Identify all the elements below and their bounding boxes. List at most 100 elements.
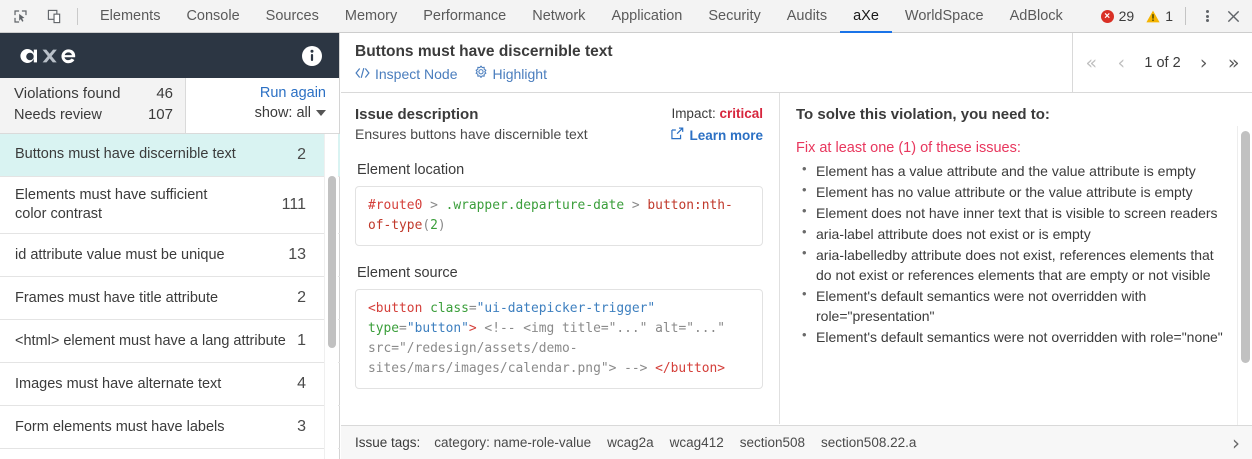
code-token: <!-- <img title="..." alt="..." src="/re… — [368, 321, 726, 376]
issue-pager: « ‹ 1 of 2 › » — [1072, 33, 1252, 92]
tab-memory[interactable]: Memory — [332, 0, 410, 33]
highlight-button[interactable]: Highlight — [474, 65, 547, 82]
issue-action-links: Inspect Node Highlight — [355, 65, 613, 82]
issue-description-text: Ensures buttons have discernible text — [355, 126, 588, 142]
tab-label: Audits — [786, 8, 828, 24]
violation-list-item[interactable]: <html> element must have a lang attribut… — [0, 320, 340, 364]
inspect-element-icon[interactable] — [6, 3, 34, 29]
violation-count: 2 — [297, 146, 306, 163]
solve-heading: To solve this violation, you need to: — [796, 106, 1050, 123]
pager-first-button[interactable]: « — [1085, 51, 1098, 74]
device-toolbar-icon[interactable] — [40, 3, 68, 29]
tab-adblock[interactable]: AdBlock — [997, 0, 1076, 33]
violation-summary: Violations found 46 Needs review 107 Run… — [0, 78, 339, 134]
tab-security[interactable]: Security — [695, 0, 773, 33]
gear-highlight-icon — [474, 65, 488, 82]
chevron-down-icon — [316, 110, 326, 116]
warning-icon — [1146, 10, 1160, 23]
violation-count: 111 — [281, 196, 306, 214]
tab-application[interactable]: Application — [598, 0, 695, 33]
tab-axe[interactable]: aXe — [840, 0, 892, 33]
scrollbar-thumb[interactable] — [1241, 131, 1250, 363]
fix-item: Element has no value attribute or the va… — [796, 181, 1228, 202]
issue-tags-label: Issue tags: — [355, 435, 421, 450]
violation-list-item[interactable]: id attribute value must be unique 13 — [0, 234, 340, 278]
error-count: 29 — [1118, 8, 1135, 24]
violation-list-item[interactable]: Elements must have sufficient color cont… — [0, 177, 340, 235]
error-counter[interactable]: × 29 — [1100, 8, 1135, 24]
error-icon: × — [1100, 9, 1114, 23]
toolbar-divider-2 — [1185, 7, 1186, 25]
inspect-node-label: Inspect Node — [375, 65, 458, 82]
highlight-label: Highlight — [492, 65, 547, 82]
code-token: "button" — [406, 321, 469, 336]
info-icon[interactable] — [301, 45, 323, 67]
issue-tag[interactable]: wcag412 — [669, 435, 724, 450]
tab-label: Performance — [423, 8, 507, 24]
tab-label: Sources — [265, 8, 319, 24]
violation-list[interactable]: Buttons must have discernible text 2 Ele… — [0, 134, 340, 459]
impact-group: Impact: critical Learn more — [671, 106, 763, 143]
close-icon[interactable] — [1220, 3, 1246, 29]
impact-line: Impact: critical — [671, 106, 763, 121]
violation-list-item[interactable]: Images must have alternate text 4 — [0, 363, 340, 407]
issue-tag[interactable]: section508 — [739, 435, 806, 450]
issue-tag[interactable]: wcag2a — [607, 435, 654, 450]
pager-last-button[interactable]: » — [1227, 51, 1240, 74]
code-brackets-icon — [355, 66, 370, 82]
code-token: button:nth-of-type — [368, 198, 733, 233]
tab-label: Elements — [100, 8, 161, 24]
fix-item-list: Element has a value attribute and the va… — [796, 160, 1228, 347]
learn-more-link[interactable]: Learn more — [671, 127, 763, 143]
tab-console[interactable]: Console — [173, 0, 252, 33]
code-token: = — [468, 301, 477, 316]
learn-more-label: Learn more — [689, 127, 763, 143]
violation-name: Buttons must have discernible text — [15, 146, 236, 163]
pager-next-button[interactable]: › — [1199, 51, 1208, 74]
warning-counter[interactable]: 1 — [1134, 8, 1173, 24]
violation-name: Frames must have title attribute — [15, 289, 219, 306]
tab-sources[interactable]: Sources — [253, 0, 332, 33]
element-source-code[interactable]: <button class="ui-datepicker-trigger" ty… — [355, 289, 763, 389]
devtools-toolbar: Elements Console Sources Memory Performa… — [0, 0, 1252, 33]
solve-panel-scrollbar[interactable] — [1237, 126, 1252, 459]
code-token: ) — [437, 218, 446, 233]
violation-list-scrollbar[interactable] — [324, 134, 338, 459]
scrollbar-thumb[interactable] — [328, 176, 336, 348]
issue-tag[interactable]: section508.22.a — [821, 435, 917, 450]
violation-count: 13 — [288, 246, 306, 264]
description-top-row: Issue description Ensures buttons have d… — [355, 106, 763, 143]
element-location-code[interactable]: #route0 > .wrapper.departure-date > butt… — [355, 186, 763, 246]
tab-label: Application — [611, 8, 683, 24]
tab-network[interactable]: Network — [519, 0, 598, 33]
code-token: #route0 — [368, 198, 423, 213]
show-filter-dropdown[interactable]: show: all — [186, 105, 326, 121]
violation-name: id attribute value must be unique — [15, 246, 225, 263]
violation-list-item[interactable]: Form elements must have labels 3 — [0, 406, 340, 450]
code-token: > — [624, 198, 648, 213]
element-location-label: Element location — [357, 162, 465, 178]
external-link-icon — [671, 127, 684, 143]
issue-tag[interactable]: category: name-role-value — [434, 435, 592, 450]
violation-name: Form elements must have labels — [15, 418, 225, 435]
violation-list-item[interactable]: Buttons must have discernible text 2 — [0, 134, 340, 177]
tab-performance[interactable]: Performance — [410, 0, 519, 33]
code-token: class — [422, 301, 469, 316]
code-token: > — [422, 198, 446, 213]
chevron-right-icon[interactable]: › — [1232, 430, 1240, 455]
more-options-icon[interactable] — [1194, 3, 1220, 29]
show-filter-label: show: all — [254, 105, 311, 121]
issue-detail-region: Buttons must have discernible text Inspe… — [341, 33, 1252, 459]
run-again-button[interactable]: Run again — [259, 85, 326, 101]
tab-elements[interactable]: Elements — [87, 0, 173, 33]
inspect-node-button[interactable]: Inspect Node — [355, 66, 458, 82]
pager-prev-button[interactable]: ‹ — [1117, 51, 1126, 74]
description-text-group: Issue description Ensures buttons have d… — [355, 106, 588, 143]
tab-audits[interactable]: Audits — [774, 0, 840, 33]
violation-count: 1 — [297, 332, 306, 350]
code-token: > — [468, 321, 477, 336]
violation-list-item[interactable]: Frames must have title attribute 2 — [0, 277, 340, 321]
tab-worldspace[interactable]: WorldSpace — [892, 0, 997, 33]
violations-found-row: Violations found 46 — [14, 85, 173, 102]
